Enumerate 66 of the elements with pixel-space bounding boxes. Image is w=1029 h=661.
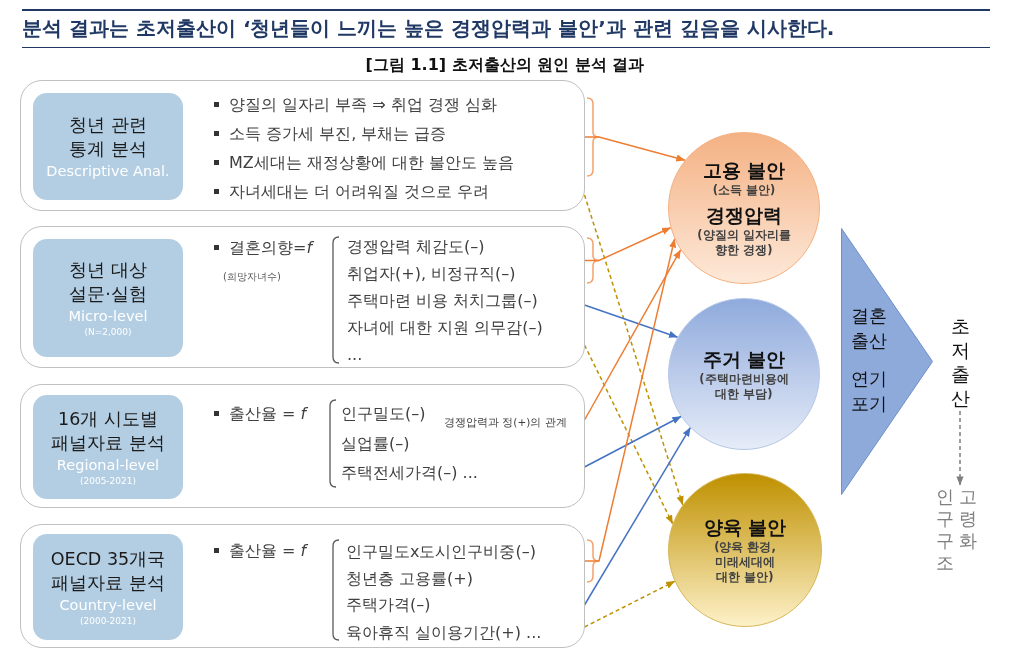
factor-text: 자녀에 대한 지원 의무감(–) — [347, 317, 543, 339]
formula-note: (희망자녀수) — [223, 270, 281, 284]
bullet-text: 자녀세대는 더 어려워질 것으로 우려 — [229, 181, 490, 203]
box-heading: 16개 시도별 패널자료 분석 — [50, 408, 166, 455]
factor-text: 인구밀도x도시인구비중(–) — [346, 541, 536, 563]
dashed-arrow — [956, 410, 964, 486]
circle-subtitle: (양육 환경, 미래세대에 대한 불안) — [713, 540, 777, 585]
box-heading: 청년 대상 설문·실험 — [68, 259, 148, 306]
category-box — [33, 534, 183, 640]
category-box — [33, 239, 183, 357]
circle-heading: 양육 불안 — [703, 515, 787, 539]
bullet-text: 소득 증가세 부진, 부채는 급증 — [229, 123, 447, 145]
vertical-text: 인구구조 고령화 — [935, 486, 977, 574]
rounded-panel — [20, 226, 585, 368]
factor-text: 주택마련 비용 처치그룹(–) — [347, 290, 538, 312]
figure-caption: [그림 1.1] 초저출산의 원인 분석 결과 — [365, 55, 645, 76]
arrow — [583, 304, 679, 338]
factor-text: 주택가격(–) — [346, 594, 431, 616]
arrow — [583, 136, 686, 162]
factor-text: 경쟁압력 체감도(–) — [347, 236, 485, 258]
arrow — [583, 426, 692, 606]
formula-text: 출산율 = f — [229, 540, 307, 562]
circle-subtitle: (양질의 일자리를 향한 경쟁) — [696, 228, 792, 258]
box-subtitle: Descriptive Anal. — [46, 161, 170, 181]
page-title: 분석 결과는 초저출산이 ‘청년들이 느끼는 높은 경쟁압력과 불안’과 관련 깊음을 시사한다. — [22, 15, 835, 42]
rounded-panel — [20, 384, 585, 508]
rounded-panel — [20, 524, 585, 648]
bullet-text: 양질의 일자리 부족 ⇒ 취업 경쟁 심화 — [229, 94, 497, 116]
vertical-text: 초저출산 — [949, 314, 971, 410]
formula-text: 출산율 = f — [229, 403, 307, 425]
circle-subtitle: (주택마련비용에 대한 부담) — [698, 371, 790, 402]
factor-text: 청년층 고용률(+) — [346, 568, 473, 590]
formula-text: 결혼의향=f — [229, 237, 313, 259]
box-note: (2000-2021) — [79, 615, 137, 627]
category-box — [33, 93, 183, 200]
triangle-text: 연기 포기 — [851, 367, 888, 416]
factor-text: 실업률(–) — [341, 433, 410, 455]
box-heading: OECD 35개국 패널자료 분석 — [50, 548, 166, 595]
dashed-arrow — [583, 194, 684, 506]
circle-heading: 주거 불안 — [702, 346, 786, 371]
factor-text: 주택전세가격(–) ... — [341, 462, 478, 484]
arrow — [583, 238, 677, 562]
box-note: (N=2,000) — [84, 326, 132, 338]
arrow — [583, 415, 682, 468]
box-subtitle: Country-level — [59, 596, 157, 615]
triangle-text: 결혼 출산 — [851, 304, 888, 353]
factor-text: 취업자(+), 비정규직(–) — [347, 263, 516, 285]
bullet-text: MZ세대는 재정상황에 대한 불안도 높음 — [229, 152, 515, 174]
circle-heading: 경쟁압력 — [705, 203, 783, 227]
factor-text: 인구밀도(–) — [341, 403, 426, 425]
triangle-shape — [841, 228, 933, 495]
arrow — [583, 226, 672, 262]
factor-text: 육아휴직 실이용기간(+) ... — [346, 622, 542, 644]
dashed-arrow — [583, 580, 676, 628]
factor-text: ... — [347, 344, 363, 366]
circle-heading: 고용 불안 — [702, 158, 786, 182]
arrow — [583, 249, 682, 421]
circle-subtitle: (소득 불안) — [712, 183, 776, 198]
box-subtitle: Regional-level — [56, 456, 160, 475]
rounded-panel — [20, 80, 585, 211]
box-note: (2005-2021) — [79, 475, 137, 487]
dashed-arrow — [583, 344, 674, 525]
box-heading: 청년 관련 통계 분석 — [68, 113, 148, 161]
category-box — [33, 395, 183, 499]
annotation-text: 경쟁압력과 정(+)의 관계 — [444, 415, 567, 429]
box-subtitle: Micro-level — [68, 307, 148, 326]
